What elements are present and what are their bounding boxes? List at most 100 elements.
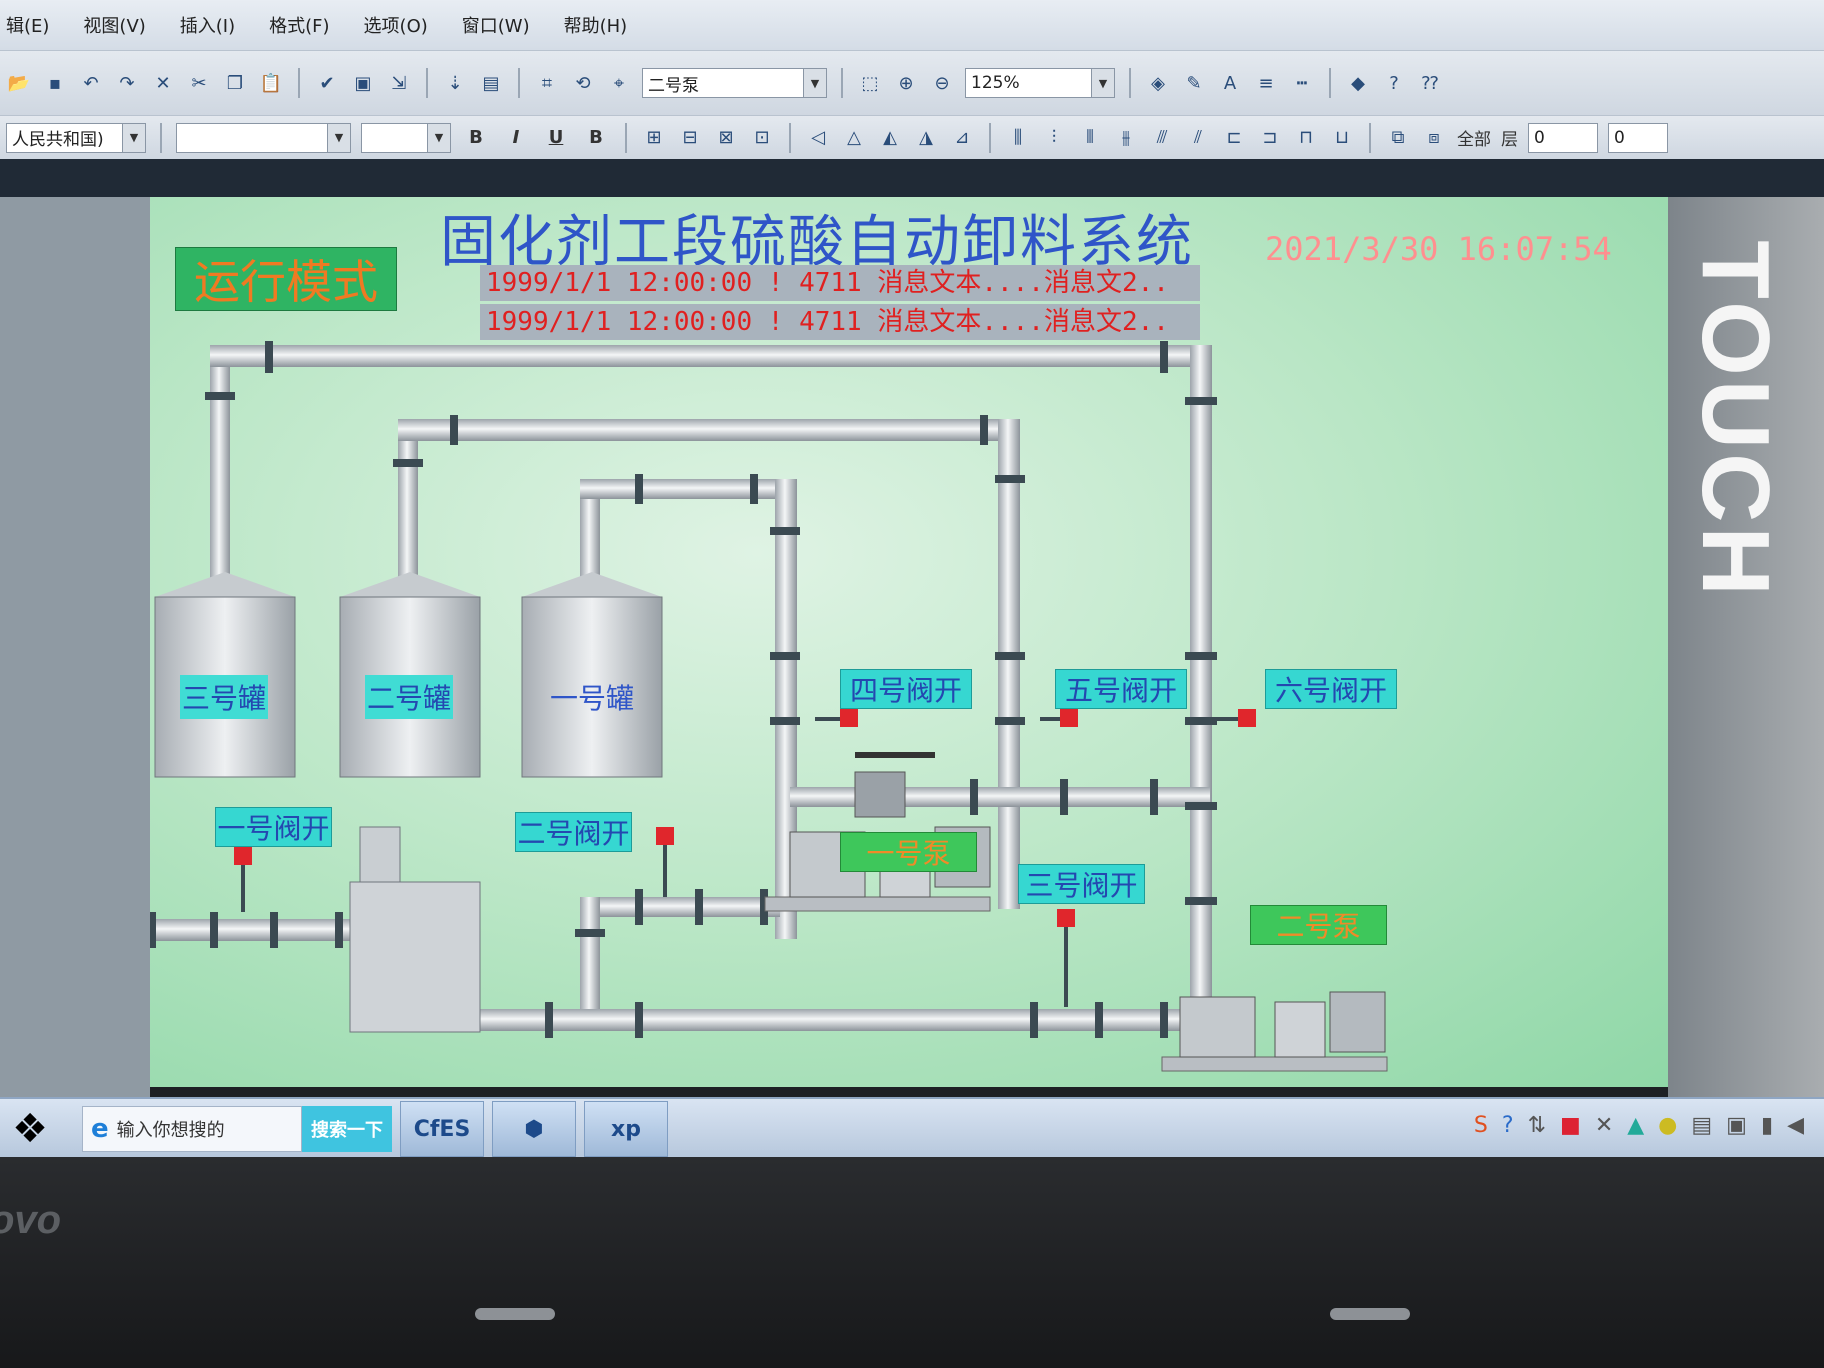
valve-6-status[interactable]: 六号阀开 xyxy=(1265,669,1397,709)
volume-icon[interactable]: ◀ xyxy=(1787,1113,1804,1138)
help-icon[interactable]: ? xyxy=(1389,72,1399,94)
pump-2-status[interactable]: 二号泵 xyxy=(1250,905,1387,945)
clipboard-icon[interactable]: ▤ xyxy=(1691,1113,1713,1138)
tag-icon[interactable]: ⌖ xyxy=(613,72,625,94)
undo-icon[interactable]: ↶ xyxy=(83,72,99,94)
flip-icon[interactable]: ⊿ xyxy=(954,127,970,148)
replace-icon[interactable]: ⟲ xyxy=(575,72,591,94)
strike-button[interactable]: B xyxy=(589,127,603,148)
valve-4-status[interactable]: 四号阀开 xyxy=(840,669,972,709)
help-icon[interactable]: ? xyxy=(1501,1113,1514,1138)
flip-icon[interactable]: △ xyxy=(847,127,861,148)
open-icon[interactable]: 📂 xyxy=(7,72,31,94)
menu-window[interactable]: 窗口(W) xyxy=(461,16,530,37)
align-icon[interactable]: ⊡ xyxy=(754,127,770,148)
taskbar-app-cube[interactable]: ⬢ xyxy=(492,1101,576,1157)
zoom-select[interactable]: 125% ▼ xyxy=(965,68,1115,98)
distribute-icon[interactable]: ⫼ xyxy=(1013,127,1023,148)
download-icon[interactable]: ⇲ xyxy=(391,72,407,94)
chevron-down-icon[interactable]: ▼ xyxy=(122,123,145,152)
distribute-icon[interactable]: ⫵ xyxy=(1121,127,1131,148)
pump-1-status[interactable]: 一号泵 xyxy=(840,832,977,872)
flip-icon[interactable]: ◮ xyxy=(919,127,933,148)
size-icon[interactable]: ⊓ xyxy=(1298,127,1314,148)
context-help-icon[interactable]: ⁇ xyxy=(1421,72,1439,94)
object-select[interactable]: 二号泵 ▼ xyxy=(642,68,827,98)
tank-2-label[interactable]: 二号罐 xyxy=(365,675,453,719)
shape-icon[interactable]: ◆ xyxy=(1351,72,1365,94)
flag-icon[interactable]: ▲ xyxy=(1627,1113,1645,1138)
check-icon[interactable]: ✔ xyxy=(319,72,335,94)
valve-2-status[interactable]: 二号阀开 xyxy=(515,812,632,852)
arrow-down-icon[interactable]: ⇣ xyxy=(447,72,463,94)
menu-edit[interactable]: 辑(E) xyxy=(6,16,50,37)
taskbar-app-cfes[interactable]: CfES xyxy=(400,1101,484,1157)
distribute-icon[interactable]: ⫶ xyxy=(1051,127,1057,148)
tank-3-label[interactable]: 三号罐 xyxy=(180,675,268,719)
font-select[interactable]: ▼ xyxy=(176,122,351,153)
app-icon[interactable]: ■ xyxy=(1560,1113,1581,1138)
chevron-down-icon[interactable]: ▼ xyxy=(803,69,826,97)
signal-icon[interactable]: ▮ xyxy=(1760,1113,1774,1138)
taskbar-app-xp[interactable]: xp xyxy=(584,1101,668,1157)
line-color-icon[interactable]: ✎ xyxy=(1186,72,1202,94)
valve-1-status[interactable]: 一号阀开 xyxy=(215,807,332,847)
size-icon[interactable]: ⊏ xyxy=(1226,127,1242,148)
chevron-down-icon[interactable]: ▼ xyxy=(1091,69,1114,97)
bold-button[interactable]: B xyxy=(469,127,483,148)
binoculars-icon[interactable]: ⌗ xyxy=(541,72,553,94)
save-icon[interactable]: ▪ xyxy=(48,72,62,94)
all-label[interactable]: 全部 xyxy=(1457,130,1491,150)
font-size-select[interactable]: ▼ xyxy=(361,122,451,153)
chevron-down-icon[interactable]: ▼ xyxy=(327,123,350,152)
cut-icon[interactable]: ✂ xyxy=(191,72,207,94)
valve-5-status[interactable]: 五号阀开 xyxy=(1055,669,1187,709)
menu-help[interactable]: 帮助(H) xyxy=(563,16,628,37)
network-icon[interactable]: ⇅ xyxy=(1527,1113,1547,1138)
distribute-icon[interactable]: ⫴ xyxy=(1086,127,1094,148)
layer-icon[interactable]: ⧈ xyxy=(1428,127,1440,148)
menu-insert[interactable]: 插入(I) xyxy=(179,16,236,37)
security-icon[interactable]: ● xyxy=(1658,1113,1678,1138)
compile-icon[interactable]: ▣ xyxy=(354,72,372,94)
valve-3-status[interactable]: 三号阀开 xyxy=(1018,864,1145,904)
line-style-icon[interactable]: ≡ xyxy=(1258,72,1274,94)
paste-icon[interactable]: 📋 xyxy=(259,72,283,94)
zoom-in-icon[interactable]: ⊕ xyxy=(898,72,914,94)
size-icon[interactable]: ⊐ xyxy=(1262,127,1278,148)
align-icon[interactable]: ⊟ xyxy=(682,127,698,148)
rotate-icon[interactable]: ◁ xyxy=(811,127,825,148)
search-input[interactable]: 输入你想搜的 xyxy=(116,1120,225,1141)
zoom-out-icon[interactable]: ⊖ xyxy=(934,72,950,94)
flip-icon[interactable]: ◭ xyxy=(883,127,897,148)
language-select[interactable]: 人民共和国) ▼ xyxy=(6,122,146,153)
distribute-icon[interactable]: ⫻ xyxy=(1156,127,1168,148)
select-area-icon[interactable]: ⬚ xyxy=(861,72,879,94)
distribute-icon[interactable]: ⫽ xyxy=(1193,127,1203,148)
italic-button[interactable]: I xyxy=(512,127,520,148)
font-color-icon[interactable]: A xyxy=(1223,72,1237,94)
layer-spinner[interactable]: 0 xyxy=(1528,122,1598,153)
redo-icon[interactable]: ↷ xyxy=(119,72,135,94)
align-icon[interactable]: ⊠ xyxy=(718,127,734,148)
ime-icon[interactable]: S xyxy=(1473,1113,1488,1138)
layer-spinner-2[interactable]: 0 xyxy=(1608,122,1668,153)
size-icon[interactable]: ⊔ xyxy=(1334,127,1350,148)
underline-button[interactable]: U xyxy=(548,127,564,148)
run-mode-button[interactable]: 运行模式 xyxy=(175,247,397,311)
display-icon[interactable]: ▣ xyxy=(1726,1113,1747,1138)
menu-format[interactable]: 格式(F) xyxy=(269,16,330,37)
properties-icon[interactable]: ▤ xyxy=(482,72,500,94)
dash-style-icon[interactable]: ┅ xyxy=(1296,72,1308,94)
start-button[interactable]: ❖ xyxy=(12,1106,48,1152)
search-box[interactable]: e 输入你想搜的 xyxy=(82,1106,302,1152)
delete-icon[interactable]: ✕ xyxy=(155,72,171,94)
copy-icon[interactable]: ❐ xyxy=(226,72,244,94)
chevron-down-icon[interactable]: ▼ xyxy=(427,123,450,152)
search-button[interactable]: 搜索一下 xyxy=(302,1106,392,1152)
layer-icon[interactable]: ⧉ xyxy=(1391,127,1405,148)
align-icon[interactable]: ⊞ xyxy=(646,127,662,148)
tool-icon[interactable]: ✕ xyxy=(1594,1113,1614,1138)
fill-color-icon[interactable]: ◈ xyxy=(1151,72,1165,94)
menu-options[interactable]: 选项(O) xyxy=(363,16,428,37)
